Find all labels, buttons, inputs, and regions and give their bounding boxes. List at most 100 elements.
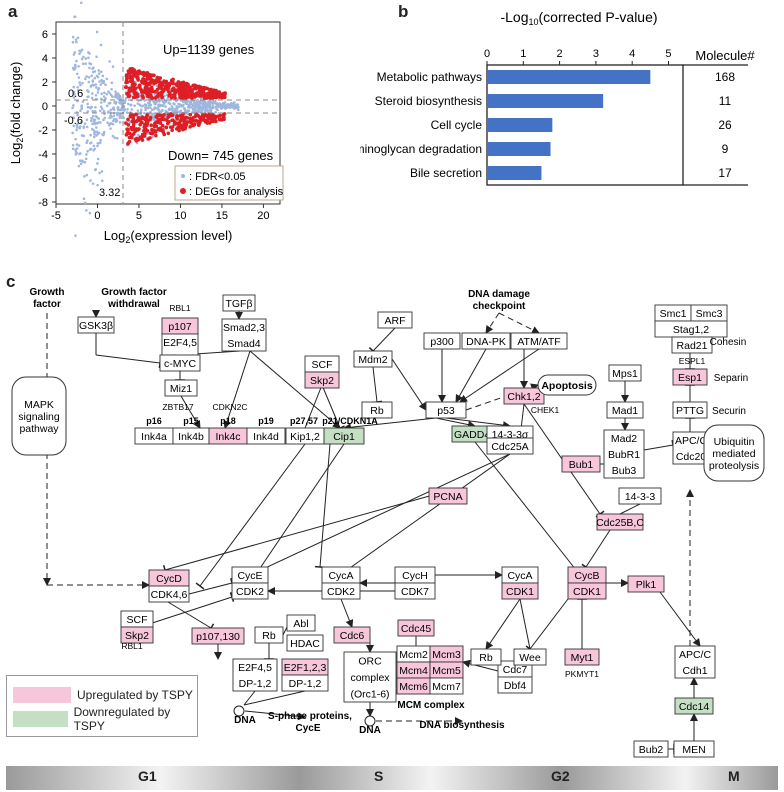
- pathway-node: [361, 401, 393, 419]
- ma-point-deg: [177, 124, 182, 129]
- pathway-annotation: RBL1: [121, 641, 143, 651]
- ma-point-deg: [172, 121, 177, 126]
- ma-point-deg: [158, 128, 162, 132]
- ma-point-fdr: [144, 103, 148, 107]
- ma-point-deg: [194, 86, 198, 91]
- pathway-node: [606, 401, 644, 419]
- pathway-node-label: ATM/ATF: [517, 336, 560, 348]
- ma-point-deg: [220, 95, 224, 100]
- ma-point-fdr: [84, 157, 88, 161]
- pathway-annotation: ZBTB17: [162, 402, 193, 412]
- ma-point-deg: [213, 90, 218, 94]
- ma-point-fdr: [104, 97, 107, 100]
- ma-point-deg: [160, 95, 164, 100]
- ma-point-deg: [142, 73, 146, 78]
- pathway-edge: [459, 348, 540, 403]
- pathway-node-label: Mad2: [611, 433, 637, 445]
- pathway-annotation: Cohesin: [710, 337, 747, 348]
- ma-point-fdr: [83, 175, 86, 178]
- ma-point-fdr: [201, 106, 205, 109]
- ma-point-deg: [161, 130, 166, 134]
- ma-point-fdr: [126, 102, 130, 106]
- pathway-edge: [336, 453, 511, 580]
- ma-point-fdr: [89, 147, 93, 151]
- pathway-legend: Upregulated by TSPY Downregulated by TSP…: [6, 675, 198, 737]
- pathway-node-label: CDK2: [236, 586, 264, 598]
- ma-point-fdr: [178, 103, 182, 106]
- pathway-edge: [180, 395, 201, 429]
- ma-point-fdr: [95, 30, 99, 34]
- pathway-edge: [581, 529, 611, 571]
- ma-point-deg: [175, 83, 179, 88]
- ma-point-fdr: [91, 114, 95, 118]
- ma-point-fdr: [86, 150, 89, 153]
- pathway-node-label: CycE: [237, 570, 262, 582]
- ma-point-fdr: [118, 113, 122, 116]
- ma-point-deg: [215, 114, 220, 119]
- pathway-node-label: APC/C: [675, 435, 708, 447]
- ma-point-fdr: [100, 170, 104, 173]
- ma-point-fdr: [99, 138, 102, 142]
- ma-point-deg: [188, 112, 193, 117]
- pathway-node-label: Mcm4: [399, 665, 428, 677]
- ma-point-deg: [174, 115, 179, 120]
- pathway-node: [159, 354, 201, 372]
- ma-point-deg: [166, 131, 171, 136]
- pathway-annotation: Separin: [714, 373, 748, 384]
- thr-x-label: 3.32: [99, 187, 120, 199]
- ma-point-fdr: [164, 105, 167, 108]
- ma-point-fdr: [129, 103, 133, 107]
- ma-y-tick-label: -6: [38, 173, 48, 185]
- ma-legend-deg: : DEGs for analysis: [189, 186, 284, 198]
- ma-point-fdr: [77, 164, 81, 168]
- ma-point-fdr: [164, 100, 168, 103]
- pathway-node-label: Skp2: [310, 375, 334, 387]
- bar-x-tick-label: 1: [520, 48, 526, 60]
- pathway-node-label: ORC: [358, 655, 382, 667]
- pathway-node: [672, 401, 708, 419]
- ma-point-fdr: [91, 122, 94, 126]
- molecule-count: 9: [722, 142, 729, 156]
- pathway-annotation: DNA: [234, 715, 256, 726]
- pathway-node-label: Mcm2: [399, 649, 428, 661]
- ma-point-deg: [182, 118, 187, 122]
- pathway-link-label: pathway: [19, 423, 59, 435]
- ma-point-fdr: [95, 55, 98, 59]
- ma-point-fdr: [94, 110, 97, 113]
- ma-point-fdr: [146, 132, 150, 135]
- ma-point-fdr: [80, 57, 84, 61]
- pathway-node: [323, 427, 365, 445]
- pathway-annotation: withdrawal: [107, 299, 160, 310]
- ma-point-fdr: [105, 77, 109, 81]
- pathway-node-label: Dbf4: [504, 680, 526, 692]
- ma-point-fdr: [216, 102, 219, 105]
- ma-point-fdr: [90, 116, 93, 120]
- ma-point-fdr: [86, 102, 89, 106]
- ma-point-fdr: [146, 106, 150, 110]
- ma-point-fdr: [116, 92, 120, 95]
- pathway-node: [254, 626, 284, 644]
- ma-point-fdr: [71, 116, 75, 119]
- pathway-node-label: Kip1,2: [290, 431, 320, 443]
- bar: [487, 94, 604, 108]
- pathway-annotation: CHEK1: [531, 405, 560, 415]
- ma-point-fdr: [118, 101, 121, 104]
- pathway-node: [222, 294, 256, 312]
- ma-point-deg: [137, 115, 141, 120]
- ma-x-tick-label: 20: [257, 210, 269, 222]
- ma-point-deg: [148, 131, 153, 136]
- pathway-node-label: CycA: [507, 570, 532, 582]
- ma-point-deg: [134, 93, 138, 98]
- pathway-node: [497, 676, 533, 694]
- ma-point-deg: [219, 117, 224, 122]
- pathway-node: [510, 332, 568, 350]
- ma-point-deg: [147, 82, 152, 87]
- ma-point-fdr: [105, 104, 109, 108]
- legend-up-swatch: [13, 687, 71, 703]
- molecule-header: Molecule#: [695, 48, 755, 63]
- ma-point-fdr: [94, 168, 98, 171]
- molecule-count: 11: [719, 94, 732, 108]
- pathway-node: [425, 401, 467, 419]
- ma-point-fdr: [109, 113, 112, 117]
- ma-point-fdr: [75, 124, 78, 127]
